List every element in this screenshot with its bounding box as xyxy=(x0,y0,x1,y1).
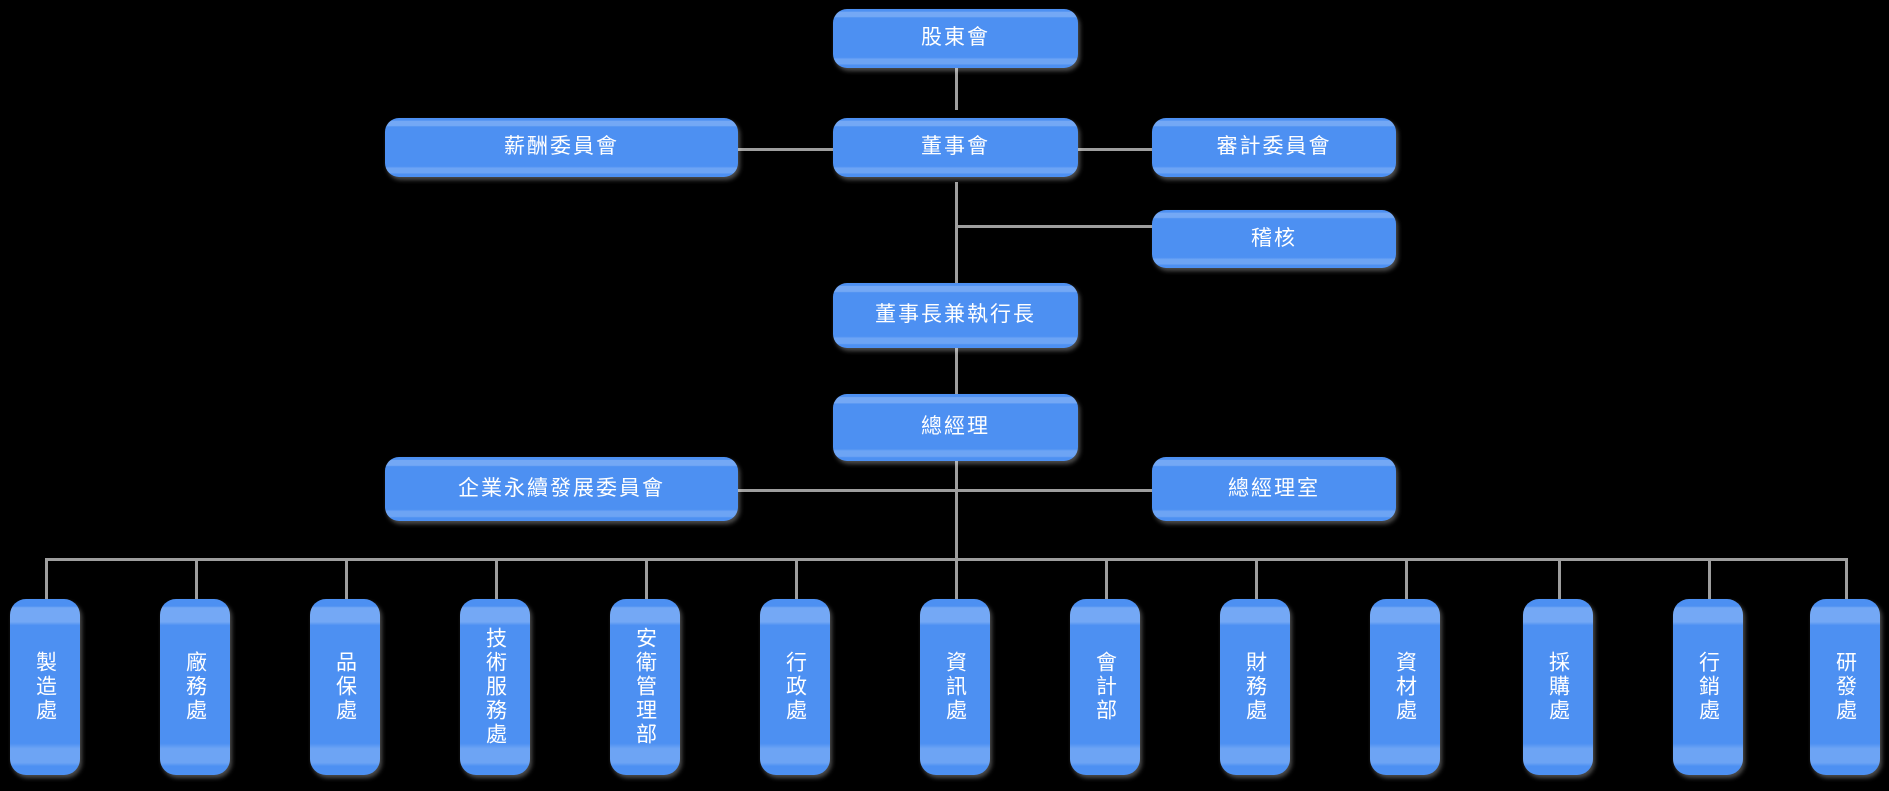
connector-ceo-to-president xyxy=(955,348,958,394)
connector-board-trunk xyxy=(955,182,958,284)
node-label-president-office: 總經理室 xyxy=(1228,476,1320,500)
connector-drop-9 xyxy=(1255,558,1258,599)
node-label-internal-audit: 稽核 xyxy=(1251,226,1297,250)
connector-drop-4 xyxy=(495,558,498,599)
node-department-2[interactable]: 品保處 xyxy=(310,599,380,775)
node-department-6[interactable]: 資訊處 xyxy=(920,599,990,775)
node-department-10[interactable]: 採購處 xyxy=(1523,599,1593,775)
node-label-department-7: 會計部 xyxy=(1093,651,1117,723)
node-board-of-directors[interactable]: 董事會 xyxy=(833,118,1078,177)
connector-drop-7 xyxy=(955,558,958,599)
node-department-11[interactable]: 行銷處 xyxy=(1673,599,1743,775)
node-department-9[interactable]: 資材處 xyxy=(1370,599,1440,775)
connector-drop-5 xyxy=(645,558,648,599)
connector-board-to-internal-audit xyxy=(955,225,1152,228)
connector-drop-3 xyxy=(345,558,348,599)
node-label-audit-committee: 審計委員會 xyxy=(1216,135,1332,159)
node-label-department-4: 安衛管理部 xyxy=(633,627,657,747)
connector-level6-left xyxy=(738,489,957,492)
node-department-3[interactable]: 技術服務處 xyxy=(460,599,530,775)
node-department-12[interactable]: 研發處 xyxy=(1810,599,1880,775)
connector-level6-right xyxy=(955,489,1152,492)
node-label-department-11: 行銷處 xyxy=(1696,651,1720,723)
node-audit-committee[interactable]: 審計委員會 xyxy=(1152,118,1396,177)
node-label-sustainability-committee: 企業永續發展委員會 xyxy=(458,476,665,500)
node-chairman-ceo[interactable]: 董事長兼執行長 xyxy=(833,283,1078,348)
connector-drop-2 xyxy=(195,558,198,599)
node-label-department-8: 財務處 xyxy=(1243,651,1267,723)
node-label-chairman-ceo: 董事長兼執行長 xyxy=(875,303,1036,327)
node-label-department-2: 品保處 xyxy=(333,651,357,723)
node-department-0[interactable]: 製造處 xyxy=(10,599,80,775)
node-label-department-6: 資訊處 xyxy=(943,651,967,723)
node-label-department-1: 廠務處 xyxy=(183,651,207,723)
connector-drop-12 xyxy=(1708,558,1711,599)
connector-department-bus xyxy=(45,558,1845,561)
connector-drop-6 xyxy=(795,558,798,599)
connector-drop-10 xyxy=(1405,558,1408,599)
node-label-department-0: 製造處 xyxy=(33,651,57,723)
node-department-4[interactable]: 安衛管理部 xyxy=(610,599,680,775)
connector-drop-11 xyxy=(1558,558,1561,599)
connector-drop-13 xyxy=(1845,558,1848,599)
node-label-department-5: 行政處 xyxy=(783,651,807,723)
connector-shareholders-to-board xyxy=(955,68,958,110)
node-internal-audit[interactable]: 稽核 xyxy=(1152,210,1396,268)
node-department-7[interactable]: 會計部 xyxy=(1070,599,1140,775)
node-shareholders-meeting[interactable]: 股東會 xyxy=(833,9,1078,68)
node-label-board-of-directors: 董事會 xyxy=(921,135,990,159)
connector-board-row-left xyxy=(738,148,838,151)
node-label-department-3: 技術服務處 xyxy=(483,627,507,747)
connector-board-row-right xyxy=(1072,148,1152,151)
node-label-compensation-committee: 薪酬委員會 xyxy=(504,135,619,159)
node-label-shareholders-meeting: 股東會 xyxy=(921,26,990,50)
node-department-5[interactable]: 行政處 xyxy=(760,599,830,775)
node-label-president: 總經理 xyxy=(921,415,990,439)
node-president[interactable]: 總經理 xyxy=(833,394,1078,461)
connector-drop-1 xyxy=(45,558,48,599)
connector-drop-8 xyxy=(1105,558,1108,599)
node-label-department-12: 研發處 xyxy=(1833,651,1857,723)
node-sustainability-committee[interactable]: 企業永續發展委員會 xyxy=(385,457,738,521)
node-compensation-committee[interactable]: 薪酬委員會 xyxy=(385,118,738,177)
node-department-8[interactable]: 財務處 xyxy=(1220,599,1290,775)
node-label-department-10: 採購處 xyxy=(1546,651,1570,723)
node-label-department-9: 資材處 xyxy=(1393,651,1417,723)
node-president-office[interactable]: 總經理室 xyxy=(1152,457,1396,521)
connector-president-trunk xyxy=(955,461,958,561)
node-department-1[interactable]: 廠務處 xyxy=(160,599,230,775)
